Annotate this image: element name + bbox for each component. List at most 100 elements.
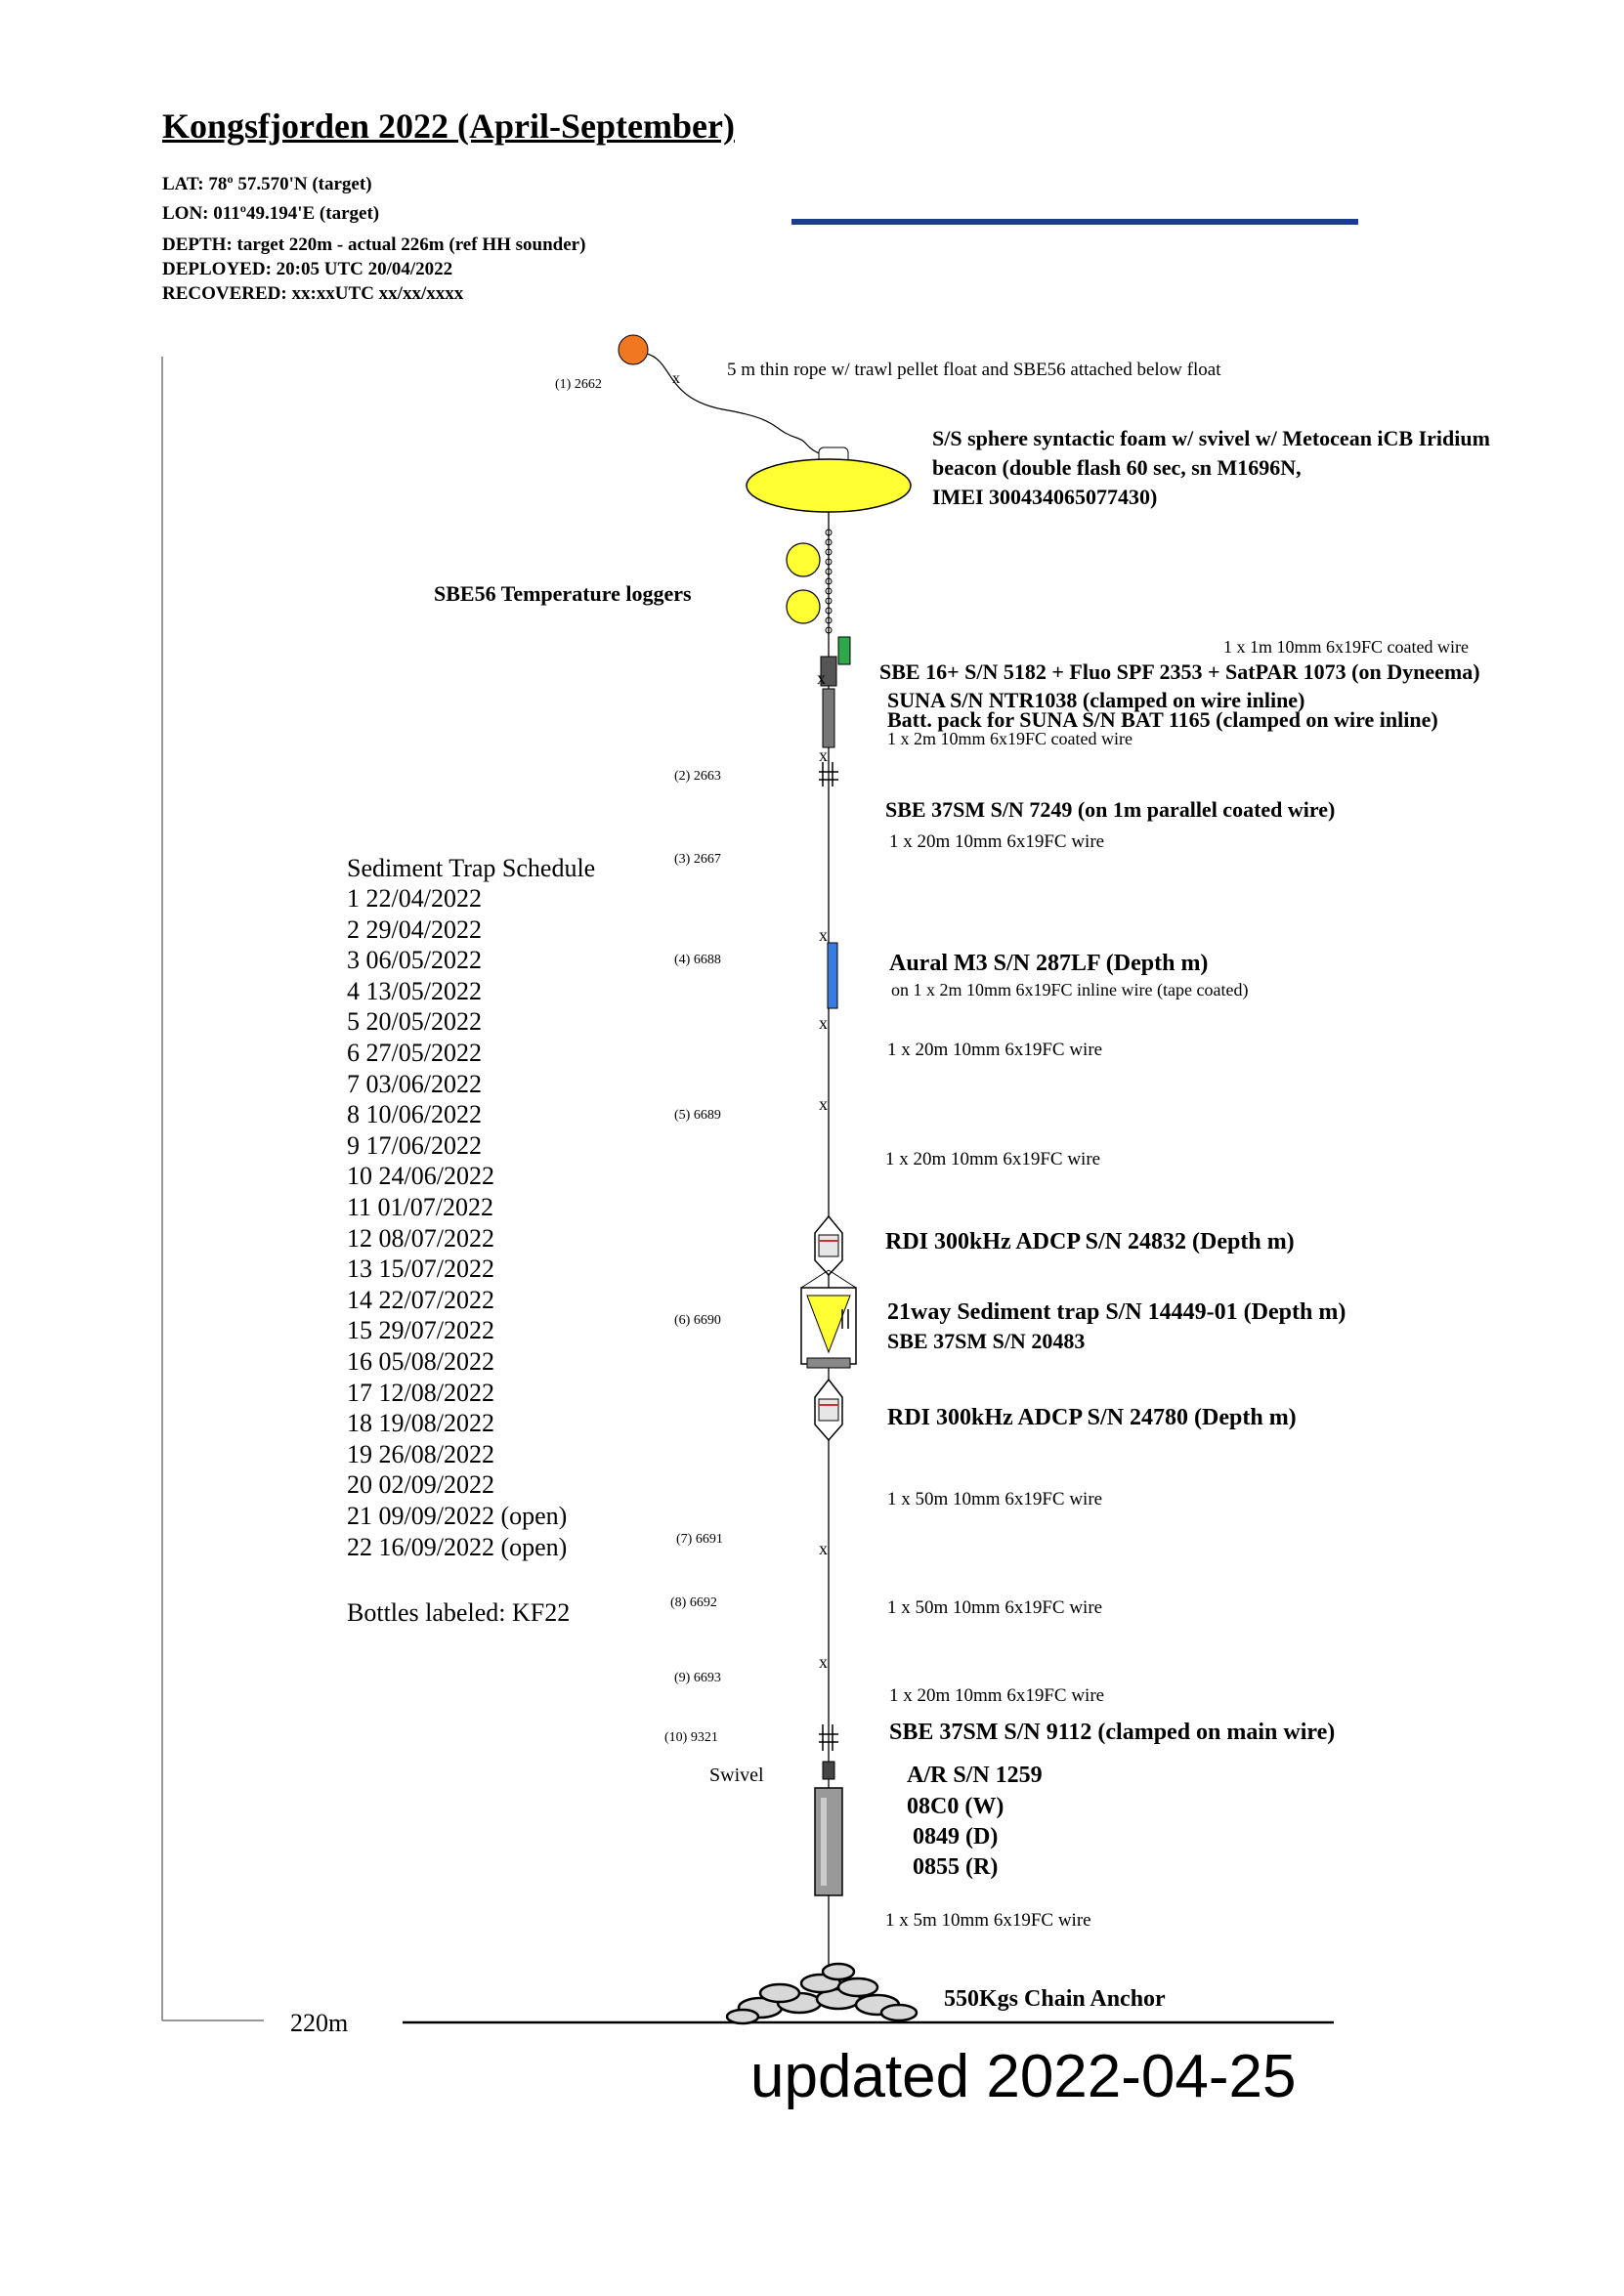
suna-label: SUNA S/N NTR1038 (clamped on wire inline…: [887, 688, 1305, 712]
wire-5m-label: 1 x 5m 10mm 6x19FC wire: [885, 1910, 1091, 1931]
shackle-10: (10) 9321: [664, 1730, 718, 1745]
anchor-label: 550Kgs Chain Anchor: [944, 1986, 1166, 2012]
svg-text:x: x: [819, 745, 828, 765]
sphere-label-line1: S/S sphere syntactic foam w/ svivel w/ M…: [932, 426, 1490, 450]
temp-loggers-label: SBE56 Temperature loggers: [434, 581, 692, 606]
wire-50m-b-label: 1 x 50m 10mm 6x19FC wire: [887, 1597, 1103, 1618]
sbe16-instrument: [837, 636, 851, 665]
latitude: LAT: 78º 57.570'N (target): [162, 174, 372, 194]
schedule-item: 20 02/09/2022: [347, 1470, 494, 1500]
sbe37-9112-label: SBE 37SM S/N 9112 (clamped on main wire): [889, 1720, 1336, 1745]
ar-code-r: 0855 (R): [913, 1854, 999, 1880]
wire-2m-label: 1 x 2m 10mm 6x19FC coated wire: [887, 729, 1133, 748]
shackle-4: (4) 6688: [674, 953, 721, 967]
schedule-item: 7 03/06/2022: [347, 1069, 482, 1098]
schedule-item: 6 27/05/2022: [347, 1039, 482, 1067]
temp-logger-1: [786, 542, 821, 577]
acoustic-release-highlight: [821, 1798, 827, 1886]
temp-logger-2: [786, 589, 821, 624]
schedule-item: 1 22/04/2022: [347, 884, 482, 913]
sediment-trap-label: 21way Sediment trap S/N 14449-01 (Depth …: [887, 1299, 1346, 1325]
surface-float-label: 5 m thin rope w/ trawl pellet float and …: [727, 360, 1221, 380]
sediment-trap-funnel: [806, 1295, 851, 1354]
rope-marker: x: [672, 370, 680, 387]
wire-1m-label: 1 x 1m 10mm 6x19FC coated wire: [1223, 637, 1469, 657]
adcp-1-label: RDI 300kHz ADCP S/N 24832 (Depth m): [885, 1229, 1295, 1254]
schedule-item: 4 13/05/2022: [347, 976, 482, 1005]
schedule-item: 16 05/08/2022: [347, 1347, 494, 1376]
shackle-3: (3) 2667: [674, 852, 721, 867]
shackle-8: (8) 6692: [670, 1595, 717, 1610]
ar-code-w: 08C0 (W): [907, 1794, 1004, 1819]
sphere-label-line3: IMEI 300434065077430): [932, 485, 1158, 509]
suna-instrument: [820, 656, 837, 687]
schedule-item: 5 20/05/2022: [347, 1007, 482, 1037]
float-rope: [646, 353, 830, 458]
page-title: Kongsfjorden 2022 (April-September): [162, 106, 735, 146]
sediment-trap-carousel: [806, 1357, 851, 1369]
chain-anchor: [725, 1962, 919, 2025]
battery-pack: [822, 688, 835, 748]
sphere-label-line2: beacon (double flash 60 sec, sn M1696N,: [932, 455, 1302, 480]
shackle-6: (6) 6690: [674, 1313, 721, 1328]
schedule-item: 8 10/06/2022: [347, 1100, 482, 1129]
battery-label: Batt. pack for SUNA S/N BAT 1165 (clampe…: [887, 707, 1438, 732]
adcp-1-body: [818, 1234, 839, 1257]
shackle-7: (7) 6691: [676, 1532, 723, 1547]
sbe37-7249-clamp: [819, 762, 838, 787]
sbe37-9112-clamp: [819, 1724, 838, 1751]
svg-text:x: x: [819, 925, 828, 945]
wire-20m-b-label: 1 x 20m 10mm 6x19FC wire: [887, 1040, 1103, 1060]
schedule-title: Sediment Trap Schedule: [347, 854, 596, 882]
aural-label: Aural M3 S/N 287LF (Depth m): [889, 951, 1209, 976]
depth-220-label: 220m: [290, 2009, 349, 2037]
schedule-item: 12 08/07/2022: [347, 1223, 494, 1253]
schedule-item: 3 06/05/2022: [347, 946, 482, 975]
syntactic-sphere: [746, 458, 912, 513]
schedule-item: 19 26/08/2022: [347, 1439, 494, 1468]
aural-sub-label: on 1 x 2m 10mm 6x19FC inline wire (tape …: [891, 980, 1249, 999]
svg-text:x: x: [819, 1539, 828, 1558]
shackle-1: (1) 2662: [555, 377, 602, 392]
sbe16-label: SBE 16+ S/N 5182 + Fluo SPF 2353 + SatPA…: [879, 659, 1480, 684]
deployed-info: DEPLOYED: 20:05 UTC 20/04/2022: [162, 259, 453, 279]
schedule-item: 14 22/07/2022: [347, 1285, 494, 1314]
wire-20m-d-label: 1 x 20m 10mm 6x19FC wire: [889, 1685, 1105, 1706]
wire-20m-a-label: 1 x 20m 10mm 6x19FC wire: [889, 831, 1105, 852]
recovered-info: RECOVERED: xx:xxUTC xx/xx/xxxx: [162, 283, 464, 304]
schedule-item: 18 19/08/2022: [347, 1409, 494, 1438]
acoustic-release: [814, 1787, 843, 1896]
depth-info: DEPTH: target 220m - actual 226m (ref HH…: [162, 234, 586, 255]
updated-stamp: updated 2022-04-25: [750, 2043, 1297, 2110]
schedule-item: 22 16/09/2022 (open): [347, 1532, 568, 1561]
wire-50m-a-label: 1 x 50m 10mm 6x19FC wire: [887, 1489, 1103, 1509]
schedule-item: 15 29/07/2022: [347, 1316, 494, 1345]
ar-code-d: 0849 (D): [913, 1824, 999, 1850]
longitude: LON: 011º49.194'E (target): [162, 203, 380, 224]
adcp-2-body: [818, 1398, 839, 1422]
surface-float: [618, 334, 649, 365]
schedule-item: 2 29/04/2022: [347, 914, 482, 944]
clamp-marker: x: [817, 668, 826, 688]
schedule-item: 10 24/06/2022: [347, 1162, 494, 1191]
svg-text:x: x: [819, 1013, 828, 1033]
aural-hydrophone: [827, 942, 838, 1009]
shackle-2: (2) 2663: [674, 769, 721, 784]
svg-text:x: x: [819, 1652, 828, 1672]
swivel-label: Swivel: [709, 1765, 764, 1786]
schedule-item: 13 15/07/2022: [347, 1254, 494, 1284]
top-chain: [825, 529, 833, 634]
sbe37-7249-label: SBE 37SM S/N 7249 (on 1m parallel coated…: [885, 797, 1336, 822]
shackle-5: (5) 6689: [674, 1108, 721, 1123]
bottles-label: Bottles labeled: KF22: [347, 1598, 571, 1627]
svg-text:x: x: [819, 1094, 828, 1114]
swivel: [822, 1761, 835, 1780]
schedule-item: 9 17/06/2022: [347, 1130, 482, 1160]
sbe37-20483-label: SBE 37SM S/N 20483: [887, 1329, 1086, 1353]
schedule-item: 11 01/07/2022: [347, 1193, 493, 1221]
schedule-item: 17 12/08/2022: [347, 1378, 494, 1407]
adcp-2-label: RDI 300kHz ADCP S/N 24780 (Depth m): [887, 1405, 1297, 1430]
wire-20m-c-label: 1 x 20m 10mm 6x19FC wire: [885, 1149, 1101, 1169]
shackle-markers: x x x x x x: [819, 745, 828, 1672]
